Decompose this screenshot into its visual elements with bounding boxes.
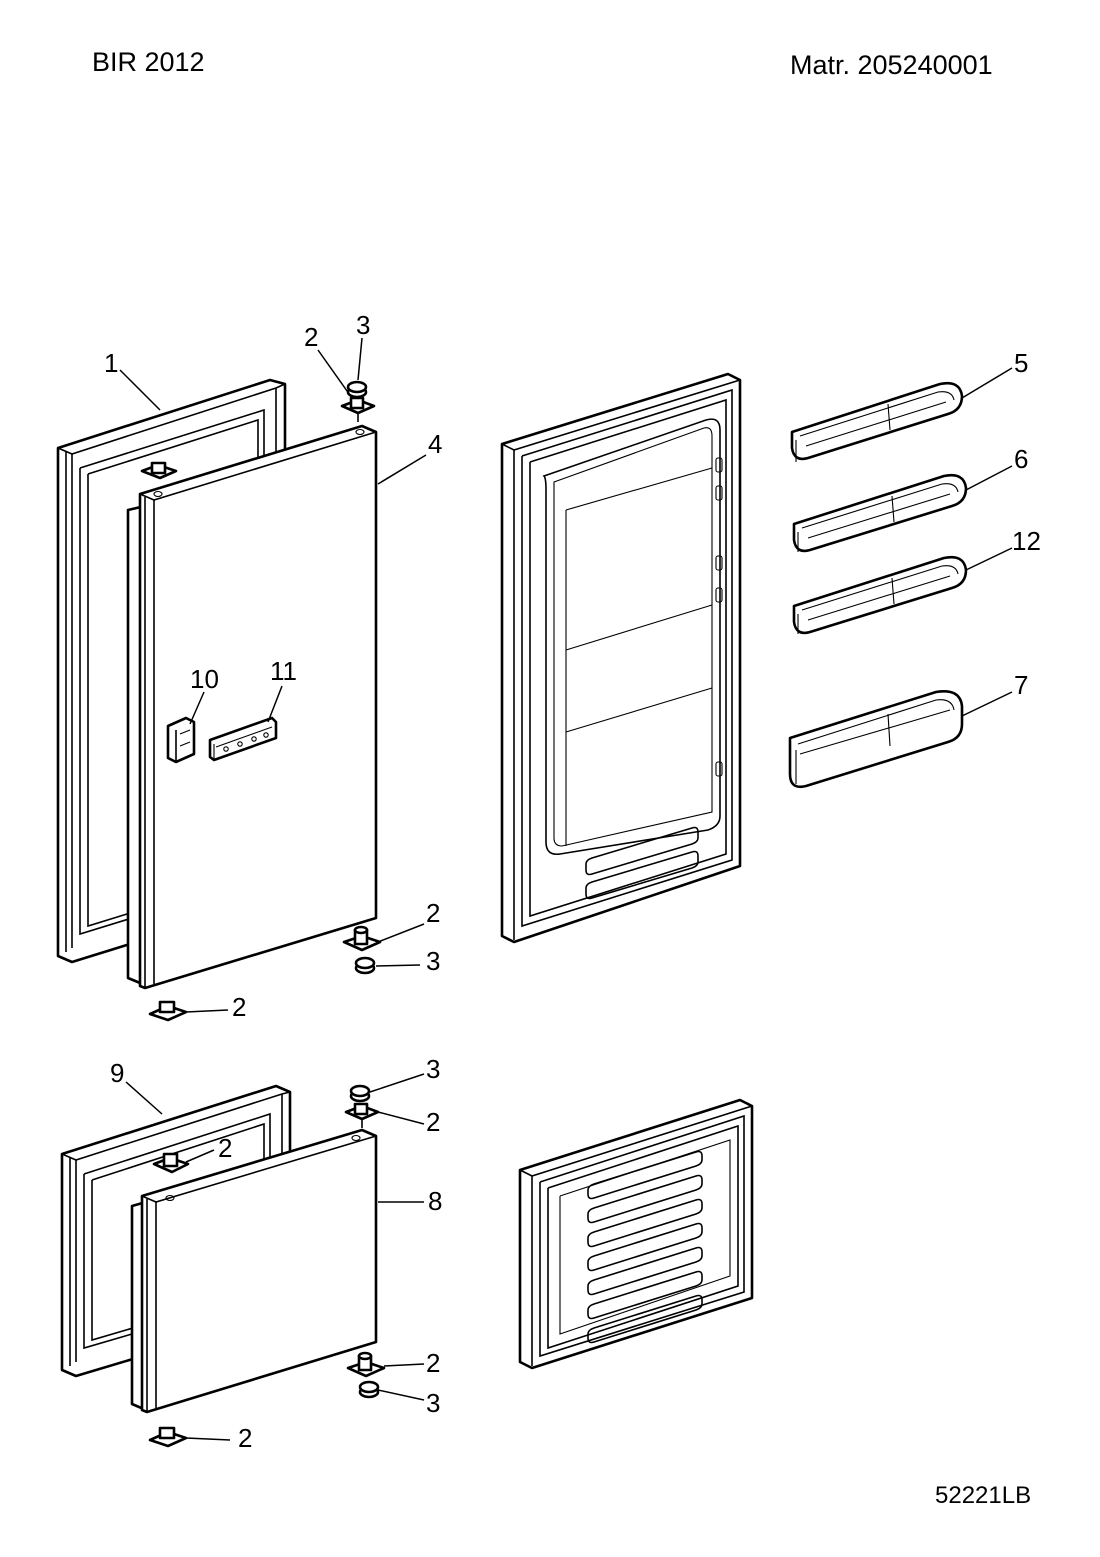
callout-freezer-top-hinge-bush: 2 (426, 1107, 440, 1137)
freezer-door (130, 1128, 378, 1414)
callout-fridge-bottom-hinge: 2 (426, 898, 440, 928)
fridge-bottom-pin (148, 1000, 188, 1022)
callout-fridge-top-hinge-bush: 2 (304, 322, 318, 352)
fridge-bottom-hinge (342, 925, 382, 952)
door-slide (208, 716, 278, 762)
callout-freezer-door: 8 (428, 1186, 442, 1216)
callout-fridge-door: 4 (428, 429, 442, 459)
leader-lines (119, 337, 1013, 1441)
callout-freezer-bottom-hinge: 2 (426, 1348, 440, 1378)
door-shelf-middle (792, 473, 968, 553)
fridge-door (126, 424, 378, 990)
freezer-bottom-pin (148, 1426, 188, 1448)
fridge-door-liner (500, 372, 742, 944)
callout-bottle-shelf: 7 (1014, 670, 1028, 700)
callout-fridge-bottom-cap: 3 (426, 946, 440, 976)
callout-freezer-gasket-pin: 2 (218, 1133, 232, 1163)
callout-labels: 1 2 3 4 10 11 5 6 12 7 2 3 2 9 3 2 2 8 2… (104, 310, 1041, 1453)
callout-shelf-lower: 12 (1012, 526, 1041, 556)
model-title: BIR 2012 (92, 47, 205, 77)
door-latch (166, 716, 196, 764)
freezer-door-liner (518, 1098, 754, 1370)
callout-door-slide: 11 (270, 656, 297, 686)
callout-door-latch: 10 (190, 664, 219, 694)
callout-fridge-bottom-pin: 2 (232, 992, 246, 1022)
freezer-top-cap (349, 1084, 371, 1103)
callout-freezer-bottom-pin: 2 (238, 1423, 252, 1453)
fridge-gasket-pin (140, 461, 178, 480)
freezer-bottom-hinge (346, 1351, 386, 1378)
callout-shelf-upper: 5 (1014, 348, 1028, 378)
bottle-shelf (788, 690, 964, 789)
callout-shelf-middle: 6 (1014, 444, 1028, 474)
callout-freezer-top-cap: 3 (426, 1054, 440, 1084)
door-shelf-upper (790, 381, 964, 462)
callout-fridge-gasket: 1 (104, 348, 118, 378)
fridge-top-hinge-bush (340, 396, 376, 422)
material-number: Matr. 205240001 (790, 50, 993, 80)
freezer-gasket-pin (152, 1152, 190, 1174)
freezer-top-hinge-bush (344, 1102, 380, 1128)
drawing-code: 52221LB (935, 1482, 1031, 1509)
callout-freezer-gasket: 9 (110, 1058, 124, 1088)
callout-freezer-bottom-cap: 3 (426, 1388, 440, 1418)
fridge-bottom-cap (354, 956, 376, 975)
freezer-bottom-cap (358, 1380, 380, 1399)
door-shelf-lower (792, 555, 968, 635)
fridge-top-cap (346, 380, 368, 399)
callout-fridge-top-cap: 3 (356, 310, 370, 340)
